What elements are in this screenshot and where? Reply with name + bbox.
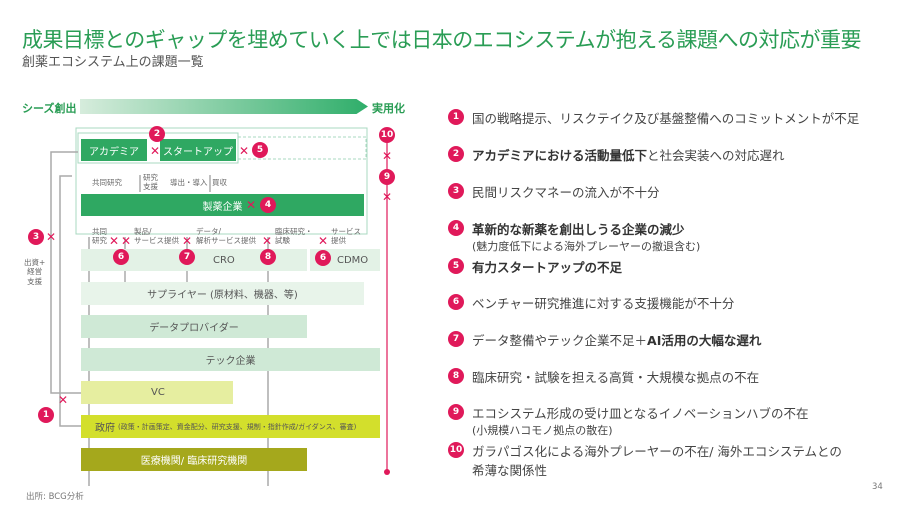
cross-icon: ✕ xyxy=(318,234,329,248)
issue-item-7: 7 データ整備やテック企業不足＋AI活用の大幅な遅れ xyxy=(448,330,761,349)
issue-sub: (小規模ハコモノ拠点の散在) xyxy=(472,424,613,437)
issue-number: 1 xyxy=(448,109,464,125)
issue-item-9: 9 エコシステム形成の受け皿となるイノベーションハブの不在 (小規模ハコモノ拠点の散… xyxy=(448,403,809,438)
issue-number: 8 xyxy=(448,368,464,384)
issue-badge-6a: 6 xyxy=(113,249,129,265)
issue-cont: 希薄な関係性 xyxy=(472,463,548,478)
issue-number: 7 xyxy=(448,331,464,347)
issue-badge-6b: 6 xyxy=(315,250,331,266)
issue-rest: と社会実装への対応遅れ xyxy=(647,148,785,163)
cross-icon: ✕ xyxy=(46,230,57,244)
issue-main: ガラパゴス化による海外プレーヤーの不在/ 海外エコシステムとの xyxy=(472,444,842,459)
issue-item-1: 1 国の戦略提示、リスクテイク及び基盤整備へのコミットメントが不足 xyxy=(448,108,859,127)
issue-item-10: 10 ガラパゴス化による海外プレーヤーの不在/ 海外エコシステムとの希薄な関係性 xyxy=(448,441,842,479)
flow-label-data: データ/ 解析サービス提供 xyxy=(196,227,256,246)
government-label: 政府 xyxy=(95,423,115,434)
cross-icon: ✕ xyxy=(262,234,273,248)
issue-text: ベンチャー研究推進に対する支援機能が不十分 xyxy=(472,296,735,311)
issue-badge-10: 10 xyxy=(379,127,395,143)
research-support-label: 研究 支援 xyxy=(143,173,158,192)
issue-text: データ整備やテック企業不足＋AI活用の大幅な遅れ xyxy=(472,330,761,349)
issue-bold: 革新的な新薬を創出しうる企業の減少 xyxy=(472,222,685,237)
issue-badge-7: 7 xyxy=(179,249,195,265)
acquisition-label: 買収 xyxy=(212,178,227,187)
issue-item-5: 5 有力スタートアップの不足 xyxy=(448,257,622,276)
issue-badge-5: 5 xyxy=(252,142,268,158)
issue-bold: AI活用の大幅な遅れ xyxy=(647,333,762,348)
page-number: 34 xyxy=(872,482,883,492)
medical-institution-box: 医療機関/ 臨床研究機関 xyxy=(81,448,307,471)
startup-box: スタートアップ xyxy=(160,139,236,161)
issue-number: 6 xyxy=(448,294,464,310)
issue-bold: アカデミアにおける活動量低下 xyxy=(472,148,648,163)
issue-bold: 有力スタートアップの不足 xyxy=(472,260,623,275)
connector-lines xyxy=(50,127,390,486)
issue-number: 2 xyxy=(448,146,464,162)
page-subtitle: 創薬エコシステム上の課題一覧 xyxy=(22,55,204,70)
flow-label-service: サービス 提供 xyxy=(331,227,361,246)
cross-icon: ✕ xyxy=(239,144,250,158)
issue-number: 5 xyxy=(448,258,464,274)
issue-text: ガラパゴス化による海外プレーヤーの不在/ 海外エコシステムとの希薄な関係性 xyxy=(472,441,842,479)
issue-badge-8: 8 xyxy=(260,249,276,265)
issue-badge-9: 9 xyxy=(379,169,395,185)
joint-research-label: 共同研究 xyxy=(92,178,122,187)
issue-number: 9 xyxy=(448,404,464,420)
pharma-box: 製薬企業 xyxy=(81,194,364,216)
progress-arrow xyxy=(80,99,368,114)
cross-icon: ✕ xyxy=(58,393,69,407)
issue-text: アカデミアにおける活動量低下と社会実装への対応遅れ xyxy=(472,145,785,164)
government-box: 政府 (政策・計画策定、資金配分、研究支援、規制・指針作成/ガイダンス、審査) xyxy=(81,415,380,438)
issue-badge-1: 1 xyxy=(38,407,54,423)
vc-box: VC xyxy=(81,381,233,404)
cross-icon: ✕ xyxy=(246,198,257,212)
flow-label-clinical: 臨床研究・ 試験 xyxy=(275,227,313,246)
cross-icon: ✕ xyxy=(109,234,120,248)
issue-text: エコシステム形成の受け皿となるイノベーションハブの不在 (小規模ハコモノ拠点の散在… xyxy=(472,403,809,438)
issue-sub: (魅力度低下による海外プレーヤーの撤退含む) xyxy=(472,240,701,253)
cross-icon: ✕ xyxy=(382,149,393,163)
government-detail: (政策・計画策定、資金配分、研究支援、規制・指針作成/ガイダンス、審査) xyxy=(118,422,357,431)
issue-rest: データ整備やテック企業不足＋ xyxy=(472,333,648,348)
issue-badge-2: 2 xyxy=(149,126,165,142)
investment-label: 出資+ 経営 支援 xyxy=(24,258,46,286)
issue-text: 民間リスクマネーの流入が不十分 xyxy=(472,185,660,200)
flow-label-product: 製品/ サービス提供 xyxy=(134,227,179,246)
phase-end-label: 実用化 xyxy=(372,102,405,115)
issue-item-3: 3 民間リスクマネーの流入が不十分 xyxy=(448,182,660,201)
issue-item-2: 2 アカデミアにおける活動量低下と社会実装への対応遅れ xyxy=(448,145,785,164)
flow-label-joint: 共同 研究 xyxy=(92,227,107,246)
issue-number: 4 xyxy=(448,220,464,236)
issue-text: 臨床研究・試験を担える高質・大規模な拠点の不在 xyxy=(472,370,760,385)
issue-text: 革新的な新薬を創出しうる企業の減少 (魅力度低下による海外プレーヤーの撤退含む) xyxy=(472,219,700,254)
cross-icon: ✕ xyxy=(382,190,393,204)
issue-main: エコシステム形成の受け皿となるイノベーションハブの不在 xyxy=(472,406,809,421)
cross-icon: ✕ xyxy=(121,234,132,248)
licensing-label: 導出・導入 xyxy=(170,178,208,187)
source-note: 出所: BCG分析 xyxy=(26,492,84,502)
cross-icon: ✕ xyxy=(150,144,161,158)
issue-item-4: 4 革新的な新薬を創出しうる企業の減少 (魅力度低下による海外プレーヤーの撤退含む) xyxy=(448,219,700,254)
issue-number: 3 xyxy=(448,183,464,199)
issue-item-8: 8 臨床研究・試験を担える高質・大規模な拠点の不在 xyxy=(448,367,759,386)
data-provider-box: データプロバイダー xyxy=(81,315,307,338)
issue-badge-3: 3 xyxy=(28,229,44,245)
phase-start-label: シーズ創出 xyxy=(22,102,77,115)
supplier-box: サプライヤー (原材料、機器、等) xyxy=(81,282,364,305)
academia-box: アカデミア xyxy=(81,139,147,161)
issue-item-6: 6 ベンチャー研究推進に対する支援機能が不十分 xyxy=(448,293,734,312)
issue-text: 国の戦略提示、リスクテイク及び基盤整備へのコミットメントが不足 xyxy=(472,111,860,126)
cross-icon: ✕ xyxy=(182,234,193,248)
issue-badge-4: 4 xyxy=(260,197,276,213)
issue-number: 10 xyxy=(448,442,464,458)
page-title: 成果目標とのギャップを埋めていく上では日本のエコシステムが抱える課題への対応が重… xyxy=(22,28,862,52)
tech-box: テック企業 xyxy=(81,348,380,371)
